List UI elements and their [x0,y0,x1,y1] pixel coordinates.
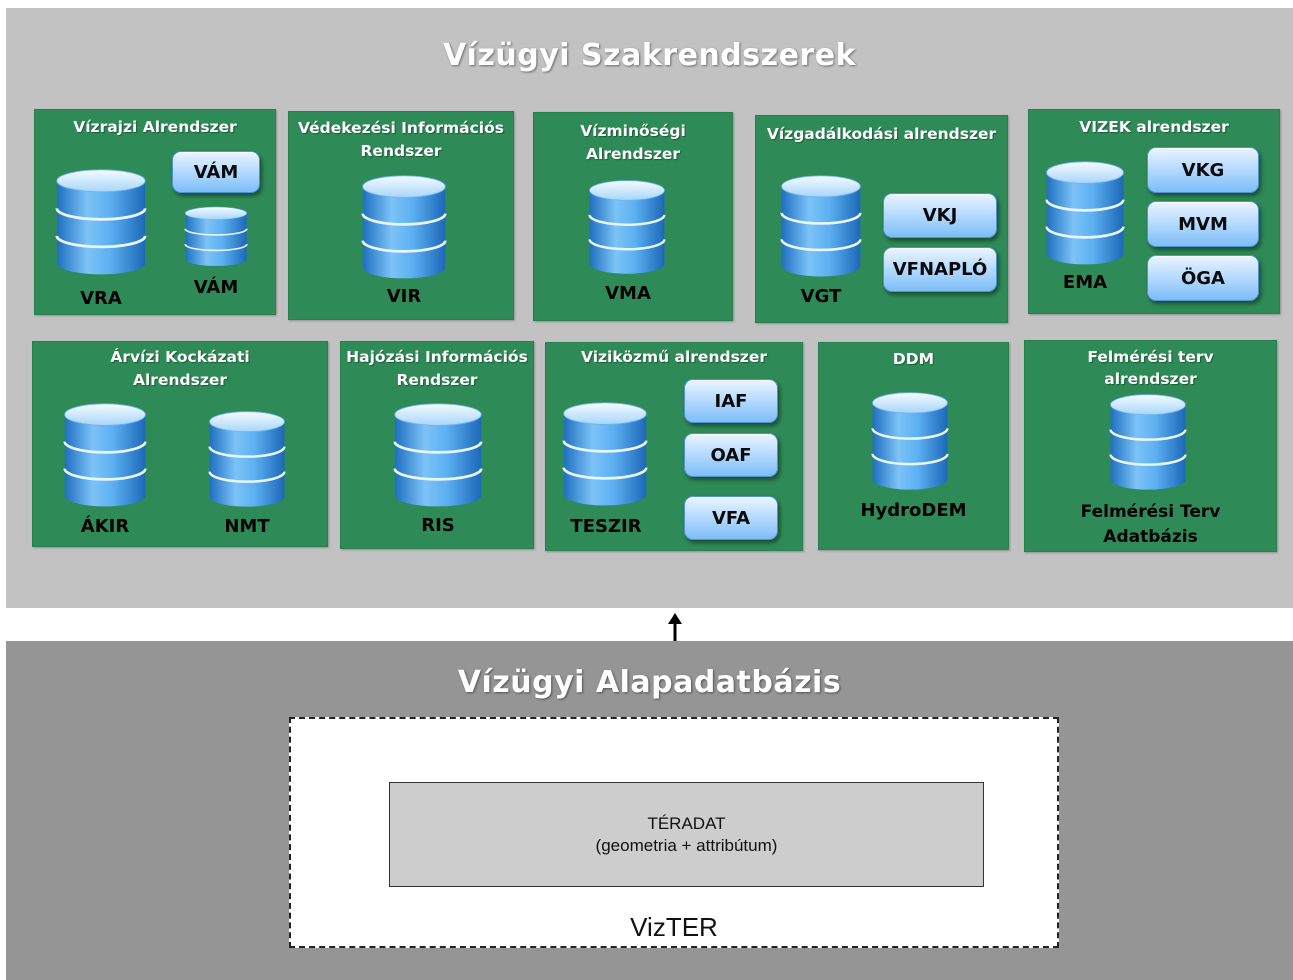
subsystem-title: Vízrajzi Alrendszer [73,118,237,136]
database-label: ÁKIR [80,516,130,537]
database-label-line2: Adatbázis [1103,527,1198,547]
subsystem-title: Vízgadálkodási alrendszer [766,125,997,143]
specialist-systems-title: Vízügyi Szakrendszerek [442,38,857,73]
subsystem-title-line2: Alrendszer [586,145,680,163]
database-icon [393,402,483,510]
subsystem-title: Vízminőségi [580,122,686,140]
subsystem-title: VIZEK alrendszer [1079,118,1229,136]
mvm-button[interactable]: MVM [1147,201,1259,247]
database-label: TESZIR [570,516,642,537]
subsystem-vedekezesi[interactable]: Védekezési Információs Rendszer VIR [288,111,514,320]
base-database-title: Vízügyi Alapadatbázis [457,665,842,700]
subsystem-vizgazdalkodasi[interactable]: Vízgadálkodási alrendszer VKJ VFNAPLÓ VG… [755,115,1008,323]
database-label: HydroDEM [860,500,967,521]
database-label: VRA [80,288,122,309]
subsystem-vizikozmu[interactable]: Viziközmű alrendszer IAF OAF VFA TESZIR [545,342,803,551]
subsystem-title: Felmérési terv [1087,348,1214,366]
subsystem-title-line2: Rendszer [360,142,442,160]
teradat-description: (geometria + attribútum) [595,835,778,855]
database-icon [184,206,248,268]
database-label: VMA [605,283,651,304]
vam-button[interactable]: VÁM [172,151,260,193]
database-icon [871,391,949,493]
subsystem-felmeresi[interactable]: Felmérési terv alrendszer Felmérési Terv… [1024,340,1277,552]
subsystem-title-line2: Rendszer [396,371,478,389]
database-label: NMT [224,516,270,537]
database-label: Felmérési Terv [1080,502,1221,522]
subsystem-title: DDM [892,350,935,368]
vizter-label: VizTER [630,912,718,942]
vkj-button[interactable]: VKJ [883,193,997,238]
subsystem-vizminosegi[interactable]: Vízminőségi Alrendszer VMA [533,112,733,321]
subsystem-vizek[interactable]: VIZEK alrendszer VKG MVM ÖGA EMA [1028,109,1280,314]
iaf-button[interactable]: IAF [684,379,778,423]
database-icon [588,179,666,277]
subsystem-title: Árvízi Kockázati [110,348,250,366]
vfnaplo-button[interactable]: VFNAPLÓ [883,247,997,292]
database-icon [361,174,447,282]
database-icon [1109,393,1187,493]
subsystem-title: Hajózási Információs [346,348,528,366]
teradat-box[interactable]: TÉRADAT (geometria + attribútum) [389,782,984,887]
teradat-label: TÉRADAT [647,813,726,833]
database-icon [780,174,862,280]
oga-button[interactable]: ÖGA [1147,255,1259,301]
database-label: EMA [1062,272,1108,293]
oaf-button[interactable]: OAF [684,433,778,477]
vkg-button[interactable]: VKG [1147,147,1259,193]
database-icon [208,410,286,510]
database-label: VÁM [193,277,239,298]
database-icon [55,168,147,278]
subsystem-arvizi[interactable]: Árvízi Kockázati Alrendszer ÁKIR NMT [32,341,328,547]
subsystem-vizrajzi[interactable]: Vízrajzi Alrendszer VÁM VRA VÁM [34,109,276,315]
database-label: VIR [386,286,422,307]
database-label: VGT [800,286,842,307]
database-icon [1045,160,1125,268]
subsystem-title-line2: Alrendszer [133,371,227,389]
subsystem-title: Védekezési Információs [298,119,504,137]
subsystem-ddm[interactable]: DDM HydroDEM [818,342,1009,550]
subsystem-title-line2: alrendszer [1104,370,1197,388]
subsystem-title: Viziközmű alrendszer [581,348,767,366]
vfa-button[interactable]: VFA [684,496,778,540]
database-icon [63,402,147,510]
database-label: RIS [421,515,455,536]
subsystem-hajozasi[interactable]: Hajózási Információs Rendszer RIS [340,341,534,549]
arrow-up-icon [666,612,684,642]
database-icon [562,401,648,509]
